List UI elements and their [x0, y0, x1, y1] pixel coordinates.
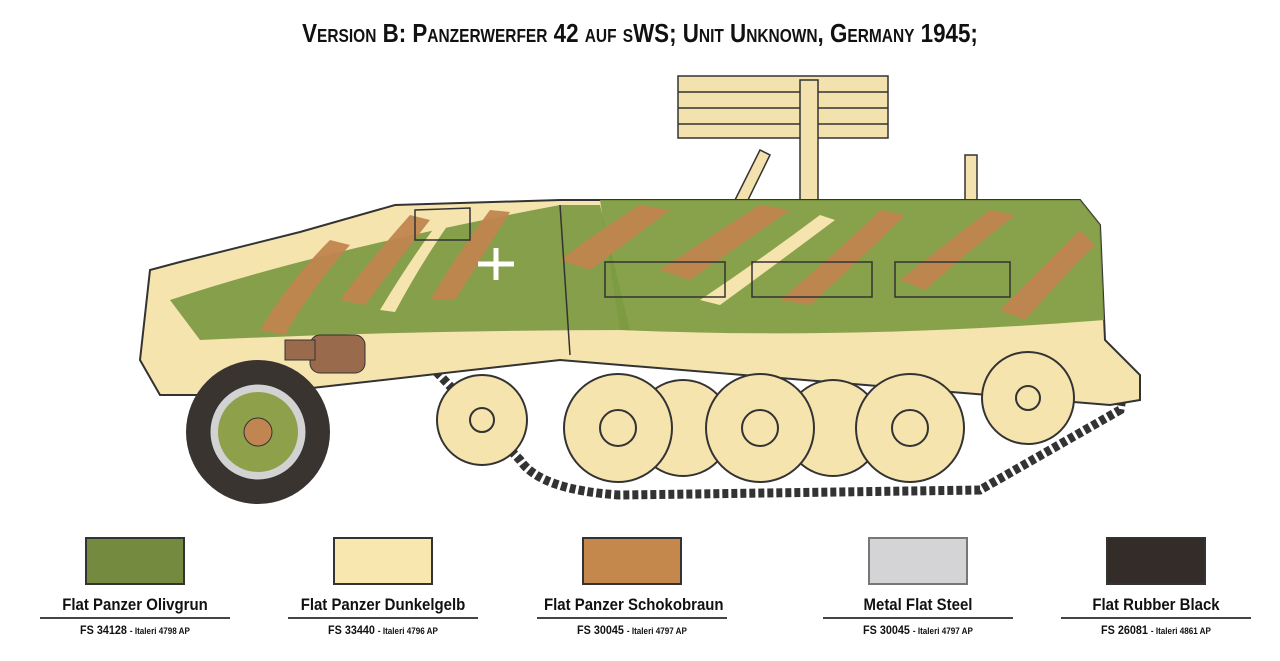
- swatch: [868, 537, 968, 585]
- balkenkreuz-insignia: [478, 248, 514, 280]
- color-name: Flat Panzer Olivgrun: [62, 595, 208, 614]
- exhaust: [284, 334, 366, 374]
- color-name: Flat Panzer Schokobraun: [544, 595, 724, 614]
- italeri-code: - Italeri 4861 AP: [1150, 626, 1211, 636]
- fs-code: FS 26081: [1101, 623, 1148, 637]
- fs-code: FS 33440: [328, 623, 375, 637]
- color-name: Flat Rubber Black: [1092, 595, 1220, 614]
- road-wheels: [436, 351, 1075, 483]
- swatch: [333, 537, 433, 585]
- italeri-code: - Italeri 4796 AP: [377, 626, 438, 636]
- fs-code: FS 34128: [80, 623, 127, 637]
- swatch: [1106, 537, 1206, 585]
- color-swatch-steel: Metal Flat Steel FS 30045 - Italeri 4797…: [818, 537, 1018, 637]
- page-title: Version B: Panzerwerfer 42 auf sWS; Unit…: [302, 18, 978, 48]
- italeri-code: - Italeri 4798 AP: [129, 626, 190, 636]
- italeri-code: - Italeri 4797 AP: [912, 626, 973, 636]
- color-swatch-rubber-black: Flat Rubber Black FS 26081 - Italeri 486…: [1056, 537, 1256, 637]
- color-swatch-olivgrun: Flat Panzer Olivgrun FS 34128 - Italeri …: [35, 537, 235, 637]
- color-swatch-schokobraun: Flat Panzer Schokobraun FS 30045 - Itale…: [532, 537, 732, 637]
- front-wheel: [186, 360, 330, 504]
- swatch: [85, 537, 185, 585]
- color-name: Flat Panzer Dunkelgelb: [300, 595, 466, 614]
- vehicle-illustration: [138, 75, 1141, 504]
- camouflage-pattern: [170, 200, 1105, 340]
- color-swatch-dunkelgelb: Flat Panzer Dunkelgelb FS 33440 - Italer…: [283, 537, 483, 637]
- fs-code: FS 30045: [863, 623, 910, 637]
- rocket-launcher: [677, 75, 978, 201]
- fs-code: FS 30045: [577, 623, 624, 637]
- italeri-code: - Italeri 4797 AP: [626, 626, 687, 636]
- color-name: Metal Flat Steel: [863, 595, 973, 614]
- swatch: [582, 537, 682, 585]
